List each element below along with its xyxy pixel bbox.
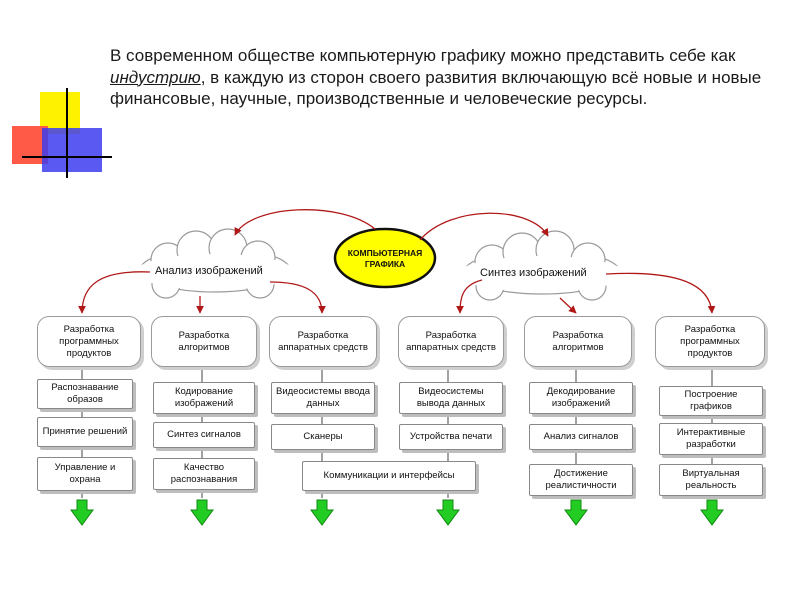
- col6-header: Разработка программных продуктов: [655, 316, 765, 367]
- col5-item-1: Декодирование изображений: [529, 382, 633, 414]
- intro-text: В современном обществе компьютерную граф…: [110, 45, 770, 110]
- core-label-line2: графика: [364, 259, 406, 269]
- shared-item-communications: Коммуникации и интерфейсы: [302, 461, 476, 491]
- green-arrow-col5: [564, 499, 588, 526]
- connector-right-col5: [559, 297, 577, 314]
- core-label: Компьютерная графика: [338, 248, 432, 270]
- col1-item-2: Принятие решений: [37, 417, 133, 447]
- decor-blue-square: [42, 128, 102, 172]
- green-arrow-col3: [310, 499, 334, 526]
- right-cloud-label: Синтез изображений: [480, 267, 587, 279]
- decor-vertical-line: [66, 88, 68, 178]
- connector-left-col1: [78, 271, 151, 314]
- left-cloud-label: Анализ изображений: [155, 265, 263, 277]
- decor-horizontal-line: [22, 156, 112, 158]
- col6-item-1: Построение графиков: [659, 386, 763, 416]
- col1-item-3: Управление и охрана: [37, 457, 133, 491]
- col3-header: Разработка аппаратных средств: [269, 316, 377, 367]
- col6-item-2: Интерактивные разработки: [659, 423, 763, 455]
- col2-header: Разработка алгоритмов: [151, 316, 257, 367]
- col6-item-3: Виртуальная реальность: [659, 464, 763, 496]
- col2-item-1: Кодирование изображений: [153, 382, 255, 414]
- connector-core-left: [234, 209, 376, 236]
- connector-core-right: [419, 212, 549, 241]
- col5-header: Разработка алгоритмов: [524, 316, 632, 367]
- intro-part-1: В современном обществе компьютерную граф…: [110, 46, 736, 65]
- connector-right-col6: [605, 272, 716, 314]
- col1-item-1: Распознавание образов: [37, 379, 133, 409]
- col4-item-1: Видеосистемы вывода данных: [399, 382, 503, 414]
- col5-item-3: Достижение реалистичности: [529, 464, 633, 496]
- green-arrow-col4: [436, 499, 460, 526]
- core-label-line1: Компьютерная: [347, 248, 423, 258]
- green-arrow-col6: [700, 499, 724, 526]
- col4-item-2: Устройства печати: [399, 424, 503, 450]
- right-cloud-shape: [458, 230, 626, 301]
- green-arrow-col2: [190, 499, 214, 526]
- col1-header: Разработка программных продуктов: [37, 316, 141, 367]
- col3-item-2: Сканеры: [271, 424, 375, 450]
- intro-keyword: индустрию: [110, 67, 201, 87]
- connector-right-col4: [456, 279, 483, 314]
- col5-item-2: Анализ сигналов: [529, 424, 633, 450]
- col2-item-2: Синтез сигналов: [153, 422, 255, 448]
- col4-header: Разработка аппаратных средств: [398, 316, 504, 367]
- col3-item-1: Видеосистемы ввода данных: [271, 382, 375, 414]
- core-ellipse: [333, 227, 437, 289]
- col2-item-3: Качество распознавания: [153, 458, 255, 490]
- connector-left-col3: [269, 281, 326, 314]
- left-cloud-shape: [135, 228, 295, 299]
- intro-part-2: , в каждую из сторон своего развития вкл…: [110, 67, 762, 109]
- green-arrow-col1: [70, 499, 94, 526]
